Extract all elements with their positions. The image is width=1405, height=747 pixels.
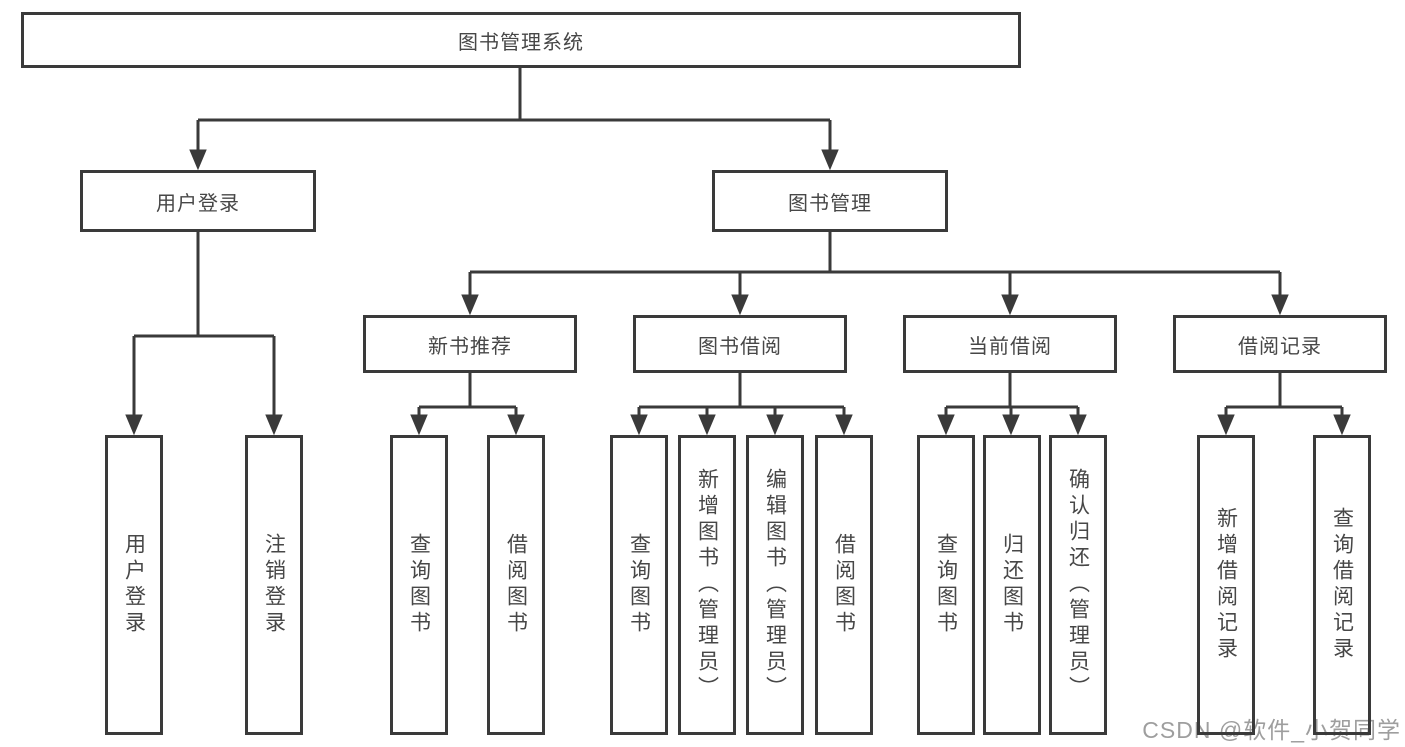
node-user-login-label: 用户登录 <box>156 192 240 215</box>
node-library-system-label: 图书管理系统 <box>458 31 584 54</box>
node-current-borrowing-label: 当前借阅 <box>968 335 1052 358</box>
leaf-cb-confirm-return-admin-label: 确认归还（管理员） <box>1066 468 1090 702</box>
leaf-br-query-record-label: 查询借阅记录 <box>1330 507 1354 663</box>
leaf-bb-edit-books-admin-label: 编辑图书（管理员） <box>763 468 787 702</box>
leaf-nbr-borrow-books-label: 借阅图书 <box>504 533 528 637</box>
leaf-bb-query-books-label: 查询图书 <box>627 533 651 637</box>
leaf-cb-query-books-label: 查询图书 <box>934 533 958 637</box>
leaf-user-login: 用户登录 <box>105 435 163 735</box>
leaf-cb-return-books: 归还图书 <box>983 435 1041 735</box>
leaf-nbr-borrow-books: 借阅图书 <box>487 435 545 735</box>
leaf-nbr-query-books: 查询图书 <box>390 435 448 735</box>
leaf-bb-edit-books-admin: 编辑图书（管理员） <box>746 435 804 735</box>
csdn-watermark: CSDN @软件_小贺同学 <box>1142 717 1401 743</box>
leaf-bb-add-books-admin: 新增图书（管理员） <box>678 435 736 735</box>
leaf-bb-query-books: 查询图书 <box>610 435 668 735</box>
leaf-cb-query-books: 查询图书 <box>917 435 975 735</box>
leaf-br-add-record-label: 新增借阅记录 <box>1214 507 1238 663</box>
leaf-br-query-record: 查询借阅记录 <box>1313 435 1371 735</box>
node-borrowing-records-label: 借阅记录 <box>1238 335 1322 358</box>
leaf-cb-return-books-label: 归还图书 <box>1000 533 1024 637</box>
node-library-system: 图书管理系统 <box>21 12 1021 68</box>
leaf-user-login-label: 用户登录 <box>122 533 146 637</box>
leaf-br-add-record: 新增借阅记录 <box>1197 435 1255 735</box>
leaf-bb-borrow-books-label: 借阅图书 <box>832 533 856 637</box>
node-borrowing-records: 借阅记录 <box>1173 315 1387 373</box>
node-new-book-recommendation-label: 新书推荐 <box>428 335 512 358</box>
node-book-management-label: 图书管理 <box>788 192 872 215</box>
leaf-bb-borrow-books: 借阅图书 <box>815 435 873 735</box>
node-current-borrowing: 当前借阅 <box>903 315 1117 373</box>
node-book-borrowing-label: 图书借阅 <box>698 335 782 358</box>
leaf-cb-confirm-return-admin: 确认归还（管理员） <box>1049 435 1107 735</box>
leaf-bb-add-books-admin-label: 新增图书（管理员） <box>695 468 719 702</box>
node-new-book-recommendation: 新书推荐 <box>363 315 577 373</box>
leaf-logout: 注销登录 <box>245 435 303 735</box>
node-user-login: 用户登录 <box>80 170 316 232</box>
leaf-logout-label: 注销登录 <box>262 533 286 637</box>
leaf-nbr-query-books-label: 查询图书 <box>407 533 431 637</box>
node-book-management: 图书管理 <box>712 170 948 232</box>
node-book-borrowing: 图书借阅 <box>633 315 847 373</box>
